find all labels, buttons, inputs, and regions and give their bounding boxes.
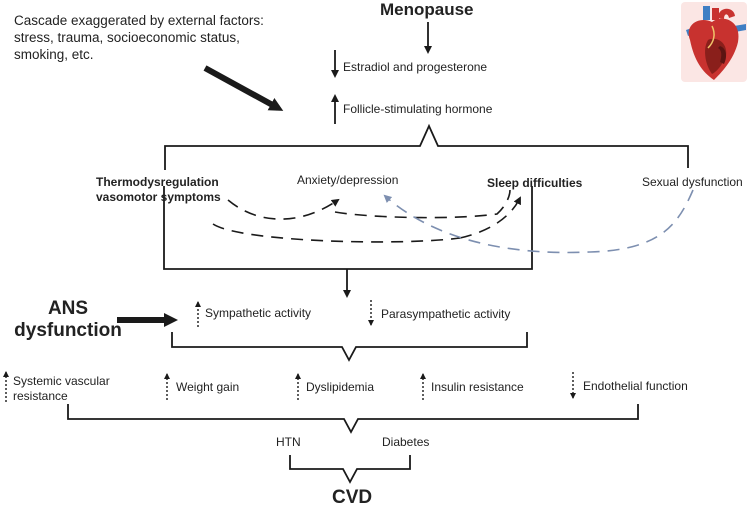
fsh-label: Follicle-stimulating hormone xyxy=(343,102,493,116)
thermo-to-sleep-link xyxy=(212,223,461,243)
symptoms-bracket xyxy=(164,123,689,170)
sympathetic-label: Sympathetic activity xyxy=(205,306,312,320)
sexual-to-anxiety-link xyxy=(383,189,694,254)
cvd-label: CVD xyxy=(332,487,373,508)
estradiol-label: Estradiol and progesterone xyxy=(343,60,488,74)
heart-icon xyxy=(681,2,747,82)
thermo-to-anxiety-link xyxy=(227,198,340,220)
symptoms-box xyxy=(163,186,533,270)
diabetes-label: Diabetes xyxy=(382,435,430,449)
anxiety-label: Anxiety/depression xyxy=(297,173,399,187)
external-factors-arrow xyxy=(203,65,284,111)
sexual-label: Sexual dysfunction xyxy=(642,175,743,189)
insulin-resistance-label: Insulin resistance xyxy=(431,380,524,394)
sleep-label: Sleep difficulties xyxy=(487,176,583,190)
endothelial-label: Endothelial function xyxy=(583,379,688,393)
outcomes-bracket xyxy=(289,455,411,484)
menopause-title: Menopause xyxy=(380,0,474,19)
parasympathetic-label: Parasympathetic activity xyxy=(381,307,511,321)
htn-label: HTN xyxy=(276,435,301,449)
effects-bracket xyxy=(67,404,639,434)
svr-label: Systemic vascular resistance xyxy=(13,374,110,403)
ans-dysfunction-label: ANS dysfunction xyxy=(14,298,122,341)
weight-gain-label: Weight gain xyxy=(176,380,240,394)
dyslipidemia-label: Dyslipidemia xyxy=(306,380,375,394)
thermo-to-sleep-arrow xyxy=(459,196,521,239)
ans-bracket xyxy=(171,332,528,362)
external-factors-note: Cascade exaggerated by external factors:… xyxy=(14,13,264,62)
thermo-label: Thermodysregulation vasomotor symptoms xyxy=(96,175,221,204)
anxiety-sleep-link xyxy=(334,189,511,219)
